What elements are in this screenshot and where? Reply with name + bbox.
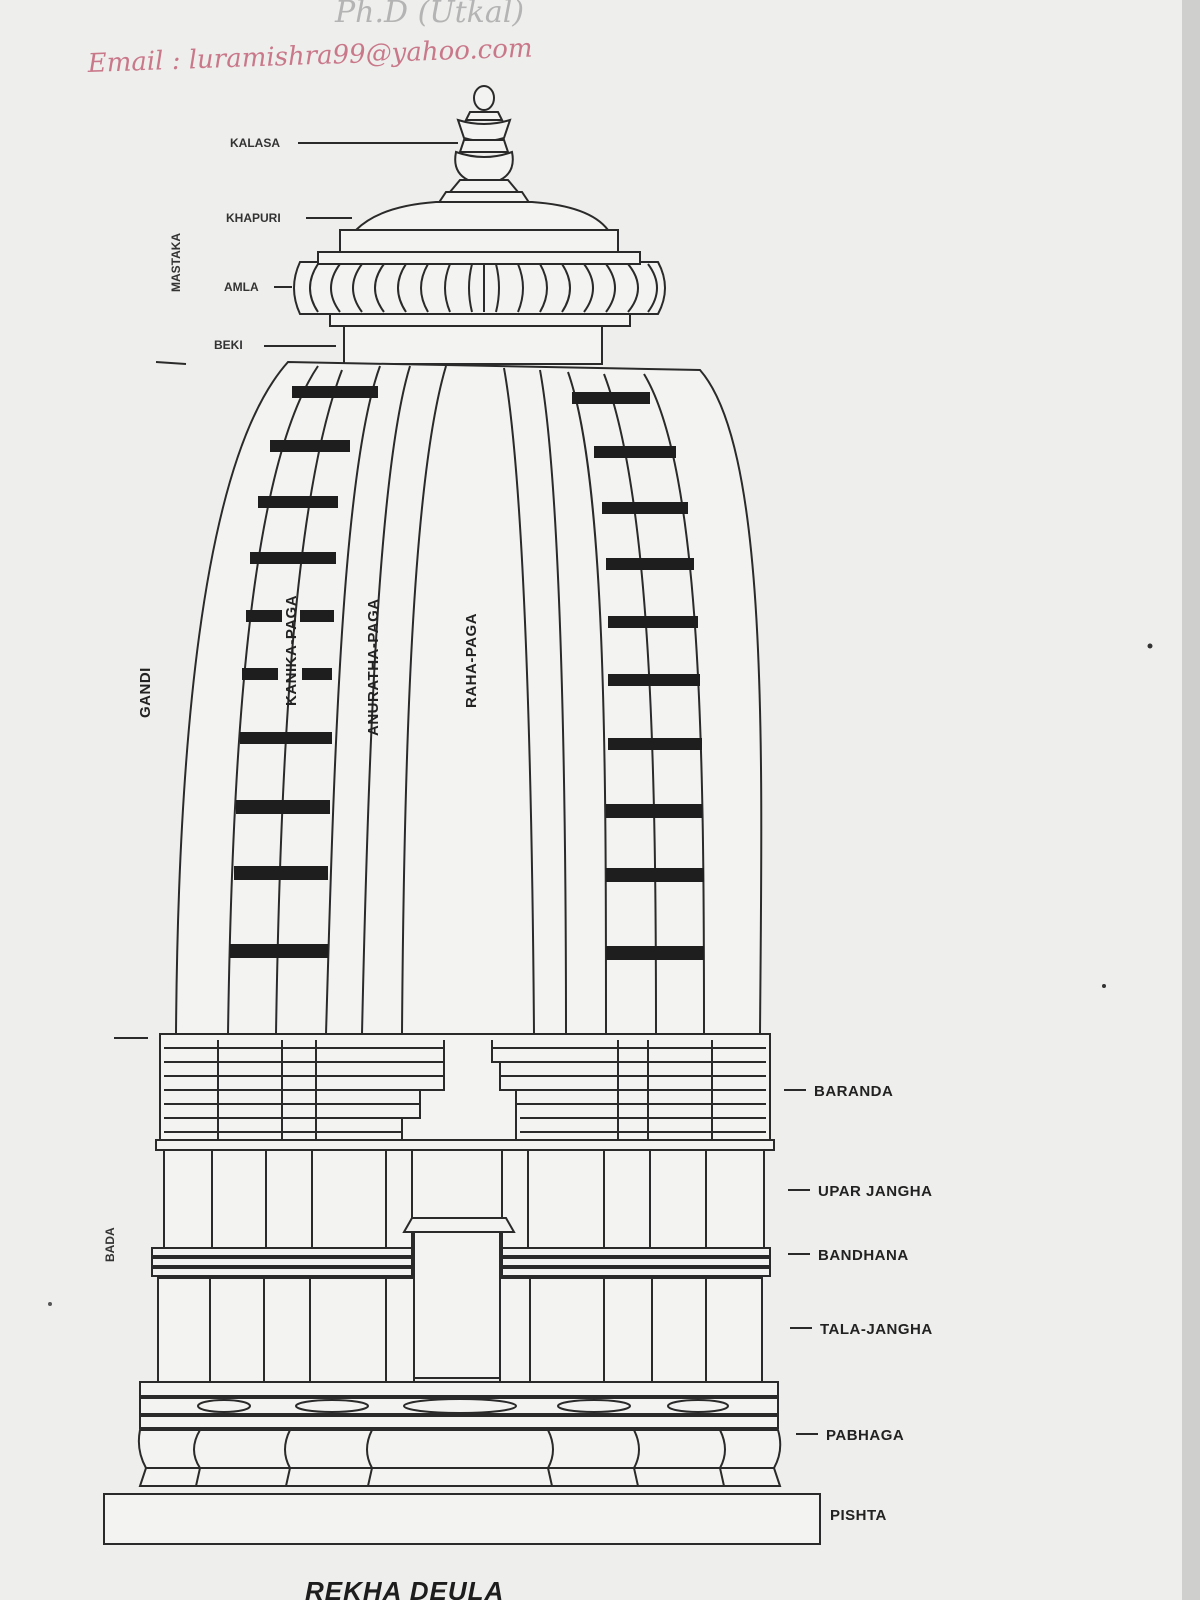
- kalasa-finial: [436, 85, 532, 205]
- bhumi-bands-left: [230, 386, 378, 958]
- gandi-spire: GANDI KANIKA-PAGA ANURATHA-PAGA RAHA-PAG…: [137, 360, 763, 1035]
- pabhaga-mouldings: [137, 1381, 782, 1487]
- label-anuratha-paga: ANURATHA-PAGA: [365, 598, 382, 736]
- kanika-right-inner-edge: [567, 371, 607, 1035]
- label-gandi: GANDI: [137, 667, 154, 718]
- tick-mastaka-bottom: [155, 361, 187, 365]
- label-kalasa: KALASA: [230, 136, 280, 150]
- pishta-platform: [103, 1493, 821, 1545]
- kanika-left-outer-edge: [227, 365, 319, 1035]
- bhumi-bands-right: [572, 392, 704, 960]
- tala-jangha-right: [499, 1277, 763, 1383]
- raha-right-edge: [503, 367, 535, 1035]
- speck: [48, 1302, 52, 1306]
- pabhaga-kumbha: [137, 1429, 782, 1469]
- left-callouts: KALASA KHAPURI AMLA BEKI MASTAKA: [114, 136, 458, 1039]
- bada-wall: BADA: [103, 1149, 771, 1383]
- label-bada: BADA: [103, 1227, 117, 1262]
- label-amla: AMLA: [224, 280, 259, 294]
- kanika-right-outer-edge: [643, 373, 705, 1035]
- bandhana-bands: [151, 1247, 771, 1277]
- kanika-left-inner-edge: [325, 365, 381, 1035]
- pabhaga-top-course: [139, 1381, 779, 1397]
- door-lintel: [402, 1217, 516, 1233]
- label-upar-jangha: UPAR JANGHA: [818, 1183, 932, 1200]
- anuratha-left-edge: [361, 365, 411, 1035]
- beki-neck: [343, 325, 603, 365]
- label-beki: BEKI: [214, 338, 243, 352]
- label-tala-jangha: TALA-JANGHA: [820, 1321, 933, 1338]
- speck: [1147, 643, 1153, 649]
- speck: [1102, 984, 1106, 988]
- label-kanika-paga: KANIKA-PAGA: [283, 595, 300, 706]
- khapuri-base: [339, 229, 619, 253]
- mastaka-crown: [293, 85, 666, 365]
- label-mastaka: MASTAKA: [169, 233, 183, 292]
- label-raha-paga: RAHA-PAGA: [463, 613, 480, 708]
- label-baranda: BARANDA: [814, 1083, 893, 1100]
- label-pishta: PISHTA: [830, 1507, 887, 1524]
- anuratha-right-edge: [539, 369, 567, 1035]
- label-pabhaga: PABHAGA: [826, 1427, 904, 1444]
- paper-edge: [1182, 0, 1200, 1600]
- khapuri-dome: [353, 201, 611, 231]
- label-khapuri: KHAPURI: [226, 211, 281, 225]
- kanika-right-mid-edge: [603, 373, 657, 1035]
- baranda-moulding: [155, 1033, 775, 1151]
- raha-left-edge: [401, 365, 447, 1035]
- amla-ring: [293, 251, 666, 327]
- label-bandhana: BANDHANA: [818, 1247, 909, 1264]
- diagram-title: REKHA DEULA: [305, 1576, 504, 1600]
- handwritten-degree: Ph.D (Utkal): [334, 0, 524, 30]
- right-callouts: BARANDA UPAR JANGHA BANDHANA TALA-JANGHA…: [784, 1083, 933, 1524]
- tala-jangha-left: [157, 1277, 415, 1383]
- door-niche: [413, 1231, 501, 1379]
- kanika-left-mid-edge: [275, 369, 343, 1035]
- baranda-base-strip: [155, 1139, 775, 1151]
